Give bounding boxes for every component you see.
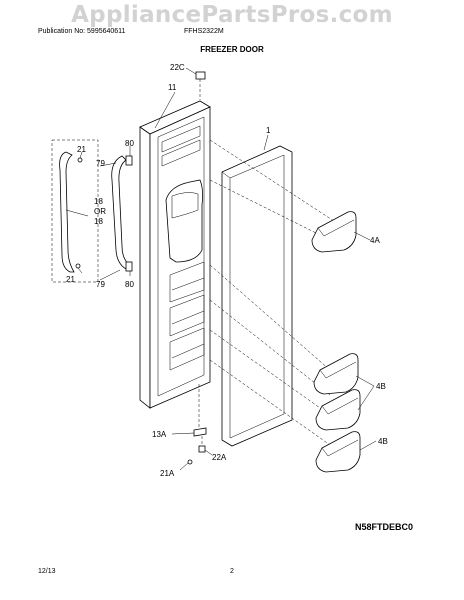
handle-18 xyxy=(59,151,75,273)
door-gasket-1-inner xyxy=(229,154,285,439)
door-bin-2 xyxy=(169,294,205,337)
callout-13A: 13A xyxy=(152,430,167,439)
callout-22A: 22A xyxy=(212,453,227,462)
callout-or: OR xyxy=(94,207,106,216)
callout-79-top: 79 xyxy=(96,159,105,168)
callout-21A: 21A xyxy=(160,469,175,478)
handle-trim-79 xyxy=(111,155,132,271)
footer-date: 12/13 xyxy=(38,568,56,575)
model-number: FFHS2322M xyxy=(184,28,224,35)
callout-18: 18 xyxy=(94,197,103,206)
door-liner xyxy=(157,116,205,397)
screw-22A-icon xyxy=(198,445,206,453)
upper-shelf-1 xyxy=(161,125,201,153)
callout-22C: 22C xyxy=(170,63,185,72)
callout-4B-bottom: 4B xyxy=(378,437,388,446)
screw-21-top-icon xyxy=(77,157,83,163)
door-bin-4B-1 xyxy=(313,353,359,395)
hinge-pin-22C xyxy=(195,71,206,80)
end-cap-80-bottom xyxy=(125,261,133,272)
callout-80-top: 80 xyxy=(125,139,134,148)
door-bin-4A xyxy=(311,211,357,253)
callout-18-alt: 18 xyxy=(94,217,103,226)
callout-21-bottom: 21 xyxy=(66,275,75,284)
publication-number: Publication No: 5995640611 xyxy=(38,28,126,35)
door-bin-1 xyxy=(169,261,205,303)
callout-21-top: 21 xyxy=(77,145,86,154)
door-bin-4B-2 xyxy=(315,389,361,431)
section-title: FREEZER DOOR xyxy=(200,45,264,54)
handle-group-box xyxy=(51,139,99,283)
bottom-hinge-13A xyxy=(193,427,207,437)
door-bin-4B-3 xyxy=(315,431,361,473)
freezer-door-11-side xyxy=(139,126,151,409)
watermark-text: AppliancePartsPros.com xyxy=(71,2,393,28)
diagram-code: N58FTDEBC0 xyxy=(355,522,414,532)
door-gasket-1-outer xyxy=(221,145,293,447)
upper-shelf-2 xyxy=(161,139,201,167)
callout-4A: 4A xyxy=(370,236,380,245)
door-bin-3 xyxy=(169,327,205,371)
callout-80-bottom: 80 xyxy=(125,280,134,289)
screw-21A-icon xyxy=(187,459,193,465)
dispenser-chute xyxy=(171,192,199,219)
screw-21-bottom-icon xyxy=(75,263,81,269)
callout-79-bottom: 79 xyxy=(96,280,105,289)
end-cap-80-top xyxy=(125,155,133,166)
callout-1: 1 xyxy=(266,126,271,135)
callout-11: 11 xyxy=(168,83,177,92)
callout-4B-top: 4B xyxy=(376,382,386,391)
dispenser-recess xyxy=(165,179,204,263)
page-number: 2 xyxy=(230,568,234,575)
